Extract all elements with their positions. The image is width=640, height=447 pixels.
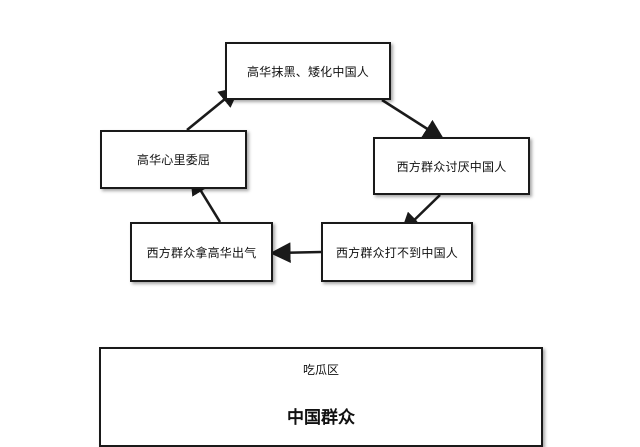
arrow-bottom-right-to-bottom-left	[269, 242, 322, 264]
node-bottom-right-label: 西方群众打不到中国人	[335, 245, 458, 260]
node-bottom-right: 西方群众打不到中国人	[321, 222, 473, 282]
node-top: 高华抹黑、矮化中国人	[225, 42, 391, 100]
node-left: 高华心里委屈	[100, 130, 247, 189]
node-bottom-left: 西方群众拿高华出气	[130, 222, 273, 282]
node-bottom-left-label: 西方群众拿高华出气	[146, 245, 257, 260]
node-left-label: 高华心里委屈	[136, 153, 211, 167]
node-right: 西方群众讨厌中国人	[373, 137, 530, 195]
spectator-content: 中国群众	[287, 408, 355, 428]
arrow-top-to-right	[381, 98, 445, 140]
node-top-label: 高华抹黑、矮化中国人	[246, 64, 369, 79]
spectator-area: 吃瓜区 中国群众	[99, 347, 543, 447]
spectator-title: 吃瓜区	[302, 363, 339, 377]
node-right-label: 西方群众讨厌中国人	[396, 159, 507, 174]
